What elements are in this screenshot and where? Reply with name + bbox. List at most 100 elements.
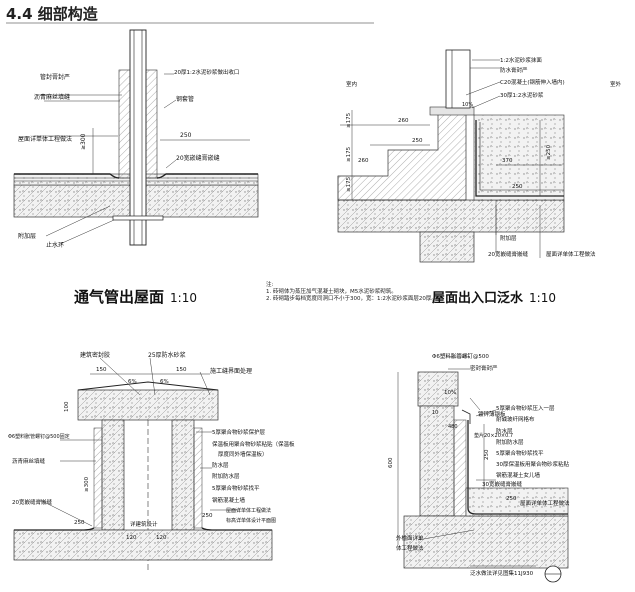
d4-parapet-wall [419,405,455,517]
d4-label-16: 10% [444,390,456,396]
d1-label-3: 钢套管 [176,95,194,103]
d1-label-0: 管封膏封严 [40,73,70,81]
caption-roof-access: 屋面出入口泛水 1:10 [432,287,556,306]
d2-dim-4: 250 [412,138,423,144]
d2-label-2: C20混凝土(钢筋伸入墙内) [500,78,565,86]
d3-cap-beam [77,389,219,421]
d4-coping [417,371,459,407]
d3-label-6: 厚度同外墙保温板） [218,450,268,458]
detail-vent-pipe [13,29,259,246]
d3-label-9: 5厚聚合物砂浆找平 [212,484,260,492]
d4-label-6: 附加防水层 [496,438,524,446]
d2-dim-2: ≥175 [346,176,352,192]
note-line-2: 2. 砖砌踏步每档宽度同洞口不小于300，宽：1:2水泥砂浆面层20厚。 [266,296,437,302]
d3-label-12: 20宽嵌缝膏嵌缝 [12,498,52,506]
detail-parapet [397,356,569,583]
d1-label-2: 沥青麻丝填缝 [34,93,70,101]
d3-label-8: 附加防水层 [212,472,240,480]
d2-label-0: 1:2水泥砂浆抹面 [500,56,542,64]
d1-steel-sleeve [129,29,147,246]
d1-label-4: 屋面详单体工程做法 [18,135,72,143]
d3-label-11: 沥青麻丝填缝 [12,457,46,465]
d4-label-8: 30厚保温板用聚合物砂浆粘贴 [496,460,569,468]
d1-label-5: 附加层 [18,232,36,240]
d2-dim-8: 250 [512,184,523,190]
d4-roof-slab [403,515,569,569]
section-heading: 4.4 细部构造 [6,5,98,23]
caption-roof-access-scale: 1:10 [529,291,556,305]
d3-dim-0: 150 [96,367,107,373]
d4-label-0: Φ6塑料胀管螺钉@500 [432,352,489,360]
d1-dim-1: 250 [180,132,192,139]
d4-label-7: 5厚聚合物砂浆找平 [496,449,544,457]
d3-dim-3: 6% [160,379,169,385]
d2-steps [337,113,467,201]
d3-dim-6: 250 [74,520,85,526]
d2-dim-3: 260 [398,118,409,124]
d4-label-17: 10 [432,410,438,416]
d4-label-18: 480 [448,424,458,430]
d3-dim-9: 250 [202,513,213,519]
d4-label-14: 泛水做法详见图集11J930 [470,569,534,577]
d4-roof-layers [465,487,569,517]
d2-label-1: 防水膏封严 [500,66,528,74]
d3-label-10: 钢筋混凝土墙 [212,496,246,504]
d3-dim-5: ≥300 [84,476,90,492]
d2-label-4: 室内 [346,80,357,88]
d1-dim-0: ≥300 [80,133,87,150]
d2-label-8: 屋面详单体工程做法 [546,250,596,258]
d4-label-2: 镀锌薄钢板 [478,410,506,418]
d3-label-1: 25厚防水砂浆 [148,351,186,359]
d4-dim-0: 600 [388,457,394,468]
caption-vent-pipe-title: 通气管出屋面 [74,288,165,306]
d3-label-0: 建筑密封胶 [80,351,110,359]
d4-dim-1: 250 [484,449,490,460]
d1-label-6: 止水环 [46,241,64,249]
caption-vent-pipe-scale: 1:10 [170,291,197,305]
d2-roof-slab [337,199,565,233]
d4-label-4: 耐碱玻纤网格布 [496,415,535,423]
caption-roof-access-title: 屋面出入口泛水 [432,291,524,306]
d2-dim-7: ≥250 [546,144,552,160]
d4-label-3: 5厚聚合物砂浆压入一层 [496,404,555,412]
d4-label-9: 钢筋混凝土女儿墙 [496,471,541,479]
d3-label-7: 防水层 [212,461,229,469]
d4-label-12: 体工程做法 [396,544,424,552]
d4-label-15: 垫片20×20×0.7 [474,432,513,439]
d3-label-14: 屋面详单体工程做法 [226,507,271,514]
d1-flashing-left [118,69,131,179]
caption-vent-pipe: 通气管出屋面 1:10 [74,286,197,307]
d4-label-11: 外檐面详单 [396,534,424,542]
d2-dim-6: 370 [502,158,513,164]
d3-dim-8: 120 [156,535,167,541]
d3-dim-7: 120 [126,535,137,541]
d3-wall-right [171,419,195,531]
d1-label-1: 20厚1:2水泥砂浆做出收口 [174,68,239,76]
d2-dim-0: ≥175 [346,112,352,128]
d2-label-5: 室外 [610,80,622,88]
d2-roof-layers [473,114,565,201]
d4-dim-2: 250 [506,496,517,502]
heading-rule [6,22,374,24]
d2-label-6: 附加层 [500,234,517,242]
d1-label-7: 20宽嵌缝膏嵌缝 [176,154,220,162]
d2-door-frame [445,49,471,109]
d3-label-5: 保温板用聚合物砂浆粘贴（保温板 [212,440,295,448]
d2-dim-1: ≥175 [346,146,352,162]
d4-label-5: 防水层 [496,427,513,435]
d3-label-4: 5厚聚合物砂浆保护层 [212,428,265,436]
detail-roof-access [337,49,565,263]
detail-notes: 注: 1. 砖砌体为蒸压加气混凝土砌块，M5水泥砂浆砌筑。 2. 砖砌踏步每档宽… [266,282,437,303]
d4-label-1: 密封膏封严 [470,364,498,372]
d1-water-stop-ring [112,215,164,221]
d3-wall-left [101,419,125,531]
d2-beam [419,231,475,263]
d3-label-13: 详建筑设计 [130,520,158,528]
d3-dim-1: 150 [176,367,187,373]
d3-dim-4: 100 [64,401,70,412]
note-line-1: 1. 砖砌体为蒸压加气混凝土砌块，M5水泥砂浆砌筑。 [266,289,397,295]
d1-flashing-right [145,69,158,179]
d4-insulation [453,419,467,517]
detail-cap [13,357,273,570]
